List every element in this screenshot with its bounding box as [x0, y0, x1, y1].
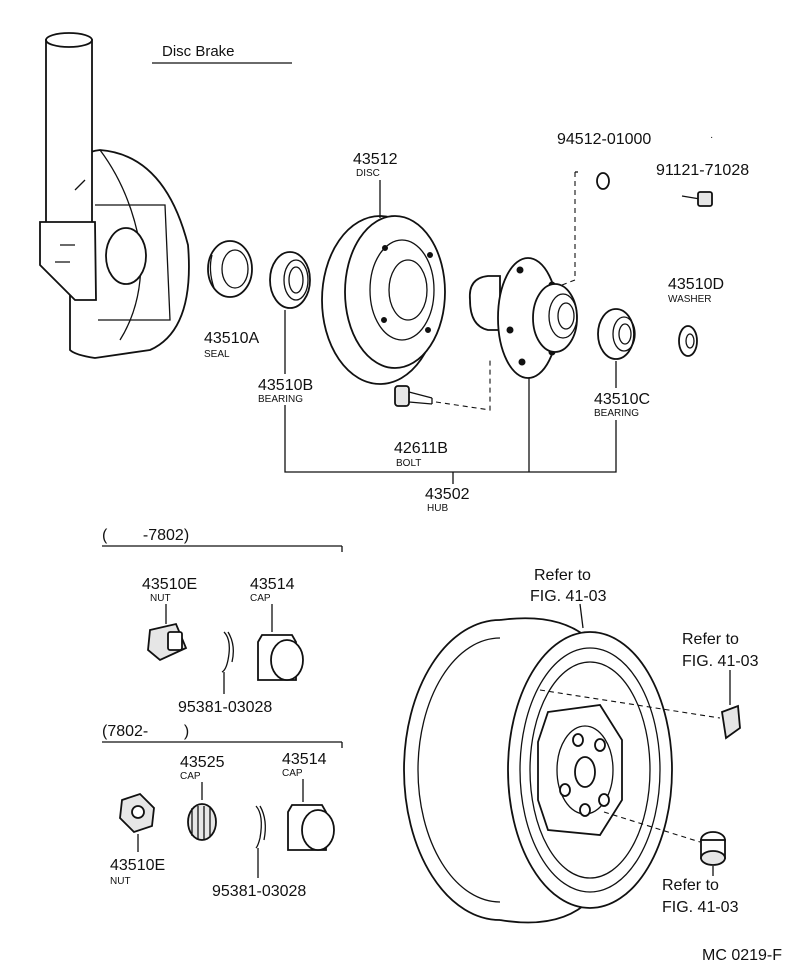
valve-ref-line1: Refer to [682, 631, 739, 648]
late-lock-cap-number: 43525 [180, 754, 225, 771]
nut-94512-number: 94512-01000 [557, 131, 651, 148]
figure-code: MC 0219-F [702, 947, 782, 964]
seal-number: 43510A [204, 330, 259, 347]
hub-assembly-bracket [284, 405, 617, 473]
wheel-ref-line2: FIG. 41-03 [530, 588, 607, 605]
washer-name: WASHER [668, 294, 712, 305]
knuckle-backing-plate-drawing [39, 32, 190, 359]
lug-nut-ref-line1: Refer to [662, 877, 719, 894]
diagram-title: Disc Brake [162, 43, 235, 60]
early-cap-number: 43514 [250, 576, 295, 593]
outer-bearing-number: 43510C [594, 391, 650, 408]
seal-drawing [207, 240, 253, 298]
late-lock-cap-name: CAP [180, 771, 201, 782]
disc-name: DISC [356, 168, 380, 179]
seal-name: SEAL [204, 349, 230, 360]
early-range-label: ( -7802) [102, 527, 189, 544]
early-nut-name: NUT [150, 593, 171, 604]
late-cap-drawing [287, 804, 335, 851]
bolt-42611b-number: 42611B [394, 440, 448, 457]
outer-bearing-name: BEARING [594, 408, 639, 419]
svg-text:·: · [710, 132, 713, 143]
early-nut-number: 43510E [142, 576, 197, 593]
late-cap-number: 43514 [282, 751, 327, 768]
wheel-drawing [403, 617, 673, 924]
lug-nut-ref-line2: FIG. 41-03 [662, 899, 739, 916]
late-nut-name: NUT [110, 876, 131, 887]
inner-bearing-name: BEARING [258, 394, 303, 405]
bolt-42611b-drawing [394, 385, 433, 407]
bolt-91121-drawing [681, 191, 713, 207]
late-cap-name: CAP [282, 768, 303, 779]
early-cap-drawing [257, 634, 304, 681]
washer-drawing [678, 325, 698, 357]
late-cotter-pin-number: 95381-03028 [212, 883, 306, 900]
bolt-91121-number: 91121-71028 [656, 162, 749, 179]
late-nut-number: 43510E [110, 857, 165, 874]
late-lock-cap-drawing [187, 803, 217, 841]
wheel-ref-line1: Refer to [534, 567, 591, 584]
late-nut-drawing [119, 792, 155, 834]
early-cotter-pin-drawing [221, 631, 234, 673]
hub-name: HUB [427, 503, 448, 514]
early-cap-name: CAP [250, 593, 271, 604]
hub-number: 43502 [425, 486, 470, 503]
disc-drawing [321, 180, 446, 385]
lug-nut-drawing [700, 831, 726, 866]
valve-ref-line2: FIG. 41-03 [682, 653, 759, 670]
washer-number: 43510D [668, 276, 724, 293]
early-cotter-pin-number: 95381-03028 [178, 699, 272, 716]
nut-94512-drawing [596, 172, 610, 190]
inner-bearing-drawing [269, 251, 311, 309]
late-cotter-pin-drawing [255, 805, 266, 849]
disc-number: 43512 [353, 151, 398, 168]
early-castle-nut-drawing [147, 622, 188, 662]
bolt-42611b-name: BOLT [396, 458, 421, 469]
valve-stem-drawing [720, 704, 741, 740]
outer-bearing-drawing [597, 308, 636, 360]
inner-bearing-number: 43510B [258, 377, 313, 394]
hub-drawing [468, 257, 578, 379]
late-range-label: (7802- ) [102, 723, 189, 740]
